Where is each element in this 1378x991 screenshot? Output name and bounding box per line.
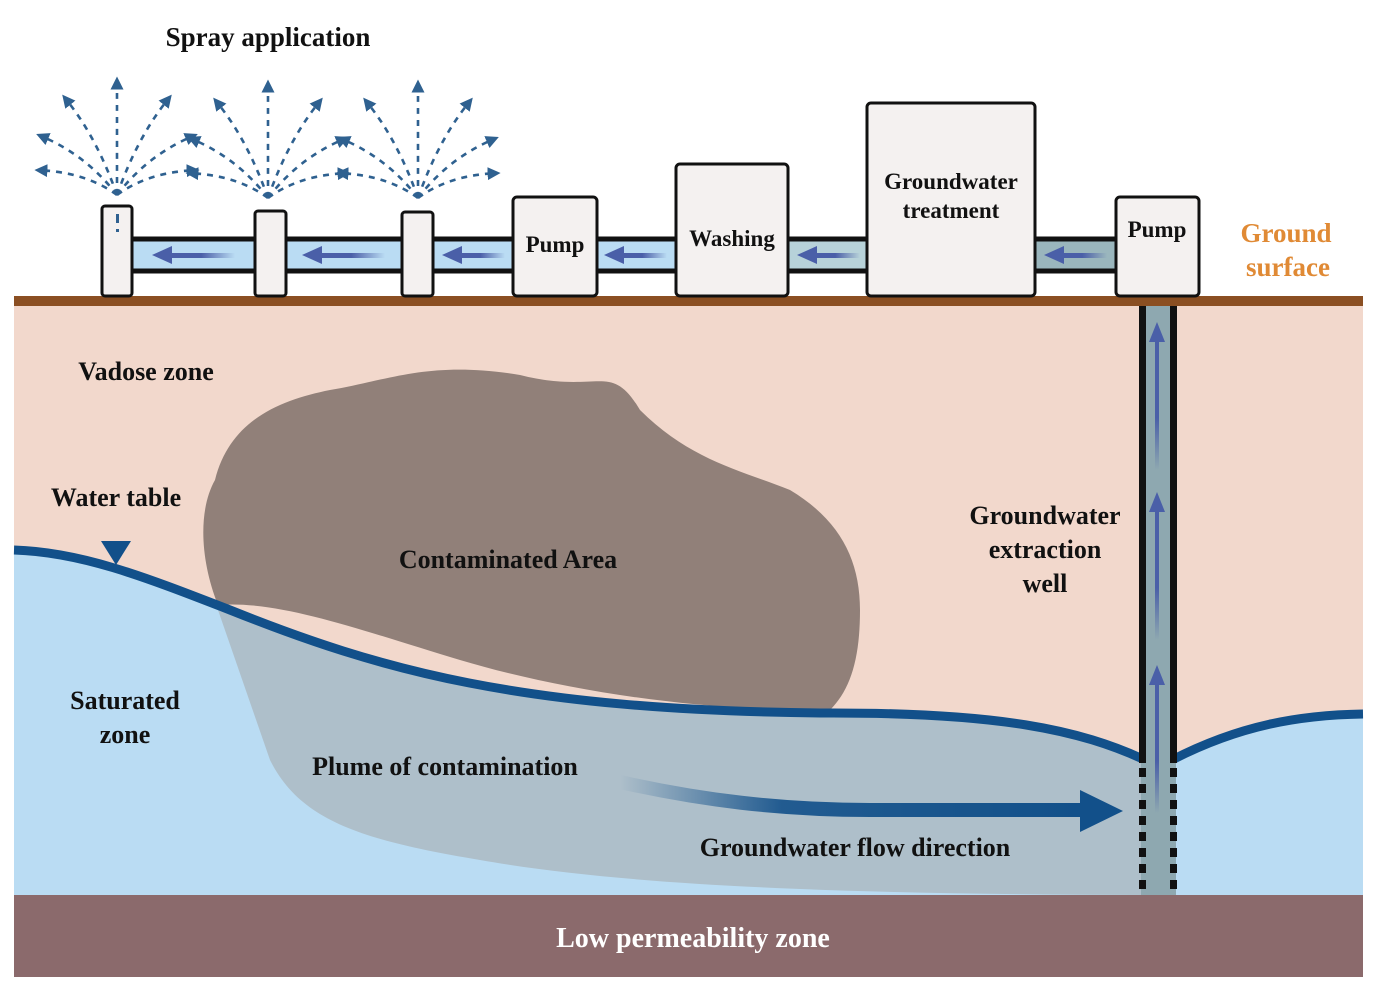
- water-table-line: [13, 545, 1147, 765]
- well-screen-segment: [1170, 816, 1177, 825]
- treatment-box[interactable]: [865, 101, 1037, 298]
- pipe-arrow-left-icon: [604, 246, 667, 264]
- spray-jet: [116, 164, 200, 197]
- spray-jet: [115, 94, 172, 196]
- spray-jet: [266, 136, 349, 199]
- pump-2-label: Pump: [1128, 217, 1187, 242]
- extraction-well: [1139, 305, 1177, 895]
- washing-label: Washing: [689, 226, 775, 251]
- spray-jet: [36, 133, 119, 196]
- low-permeability-zone: [14, 895, 1363, 977]
- spray-jet: [363, 97, 420, 199]
- pipe-arrow-left-icon: [442, 246, 505, 264]
- well-up-arrow-icon: [1149, 322, 1165, 470]
- spray-fan-icon: [185, 79, 351, 200]
- pipe-arrow-left-icon: [302, 246, 385, 264]
- water-table-line-right: [1169, 709, 1364, 765]
- saturated-zone-label-line2: zone: [100, 720, 151, 749]
- treatment-label-line1: Groundwater: [884, 169, 1018, 194]
- contaminated-area: [203, 369, 860, 711]
- sprinkler-3: [400, 210, 435, 298]
- well-screen-segment: [1170, 800, 1177, 809]
- spray-jet: [185, 167, 269, 200]
- sprinkler-1: [100, 204, 134, 298]
- well-up-arrow-icon: [1149, 665, 1165, 813]
- ground-surface-line: [14, 296, 1363, 306]
- water-table-label: Water table: [51, 483, 181, 512]
- extraction-well-label-line1: Groundwater: [969, 501, 1120, 530]
- saturated-zone-label-line1: Saturated: [70, 686, 180, 715]
- spray-fan-icon: [335, 79, 501, 200]
- low-permeability-label: Low permeability zone: [556, 923, 830, 954]
- vadose-zone-label: Vadose zone: [78, 357, 214, 386]
- flow-arrowhead-icon: [1080, 790, 1123, 832]
- extraction-well-label-line2: extraction: [989, 535, 1102, 564]
- pipe-arrow-left-icon: [1044, 246, 1107, 264]
- well-screen-segment: [1139, 880, 1146, 889]
- well-screen-segment: [1139, 800, 1146, 809]
- washing-box[interactable]: [674, 162, 790, 298]
- pipe-flow-arrows: [152, 246, 1107, 264]
- extraction-well-label-line3: well: [1023, 569, 1068, 598]
- spray-fans: [34, 76, 501, 200]
- ground-surface-label-line2: surface: [1246, 252, 1330, 282]
- spray-jet: [62, 94, 119, 196]
- well-screen-segment: [1170, 880, 1177, 889]
- water-table-marker-icon: [101, 541, 131, 565]
- well-screen-segment: [1139, 768, 1146, 777]
- spray-jet: [417, 167, 501, 200]
- well-screen-segment: [1139, 864, 1146, 873]
- spray-jet: [187, 136, 270, 199]
- spray-jet: [213, 97, 270, 199]
- well-screen-segment: [1139, 832, 1146, 841]
- spray-jet: [266, 97, 323, 199]
- well-screen-segment: [1170, 832, 1177, 841]
- well-up-arrow-icon: [1149, 492, 1165, 640]
- ground-surface-label-line1: Ground: [1240, 218, 1331, 248]
- well-screen-segment: [1170, 784, 1177, 793]
- flow-direction-label: Groundwater flow direction: [700, 833, 1011, 862]
- well-screen-segment: [1170, 864, 1177, 873]
- spray-jet: [34, 164, 118, 197]
- spray-fan-icon: [34, 76, 200, 197]
- pipe-arrow-left-icon: [152, 246, 235, 264]
- spray-jet: [335, 167, 419, 200]
- spray-jet: [337, 136, 420, 199]
- pump-box-2[interactable]: [1114, 195, 1201, 298]
- well-screen-segment: [1170, 768, 1177, 777]
- groundwater-flow-arrow: [618, 775, 1082, 817]
- well-screen-segment: [1170, 848, 1177, 857]
- spray-jet: [115, 133, 198, 196]
- sprinkler-2: [253, 209, 288, 298]
- diagram-title: Spray application: [166, 22, 371, 52]
- pipe-arrow-left-icon: [797, 246, 860, 264]
- well-screen-segment: [1139, 848, 1146, 857]
- spray-jet: [416, 136, 499, 199]
- well-screen-segment: [1139, 816, 1146, 825]
- contaminated-area-label: Contaminated Area: [399, 545, 617, 574]
- pump-1-label: Pump: [526, 232, 585, 257]
- well-screen-segment: [1139, 784, 1146, 793]
- plume-label: Plume of contamination: [312, 752, 578, 781]
- pump-box-1[interactable]: [511, 195, 599, 298]
- treatment-label-line2: treatment: [903, 198, 1000, 223]
- spray-jet: [267, 167, 351, 200]
- spray-jet: [416, 97, 473, 199]
